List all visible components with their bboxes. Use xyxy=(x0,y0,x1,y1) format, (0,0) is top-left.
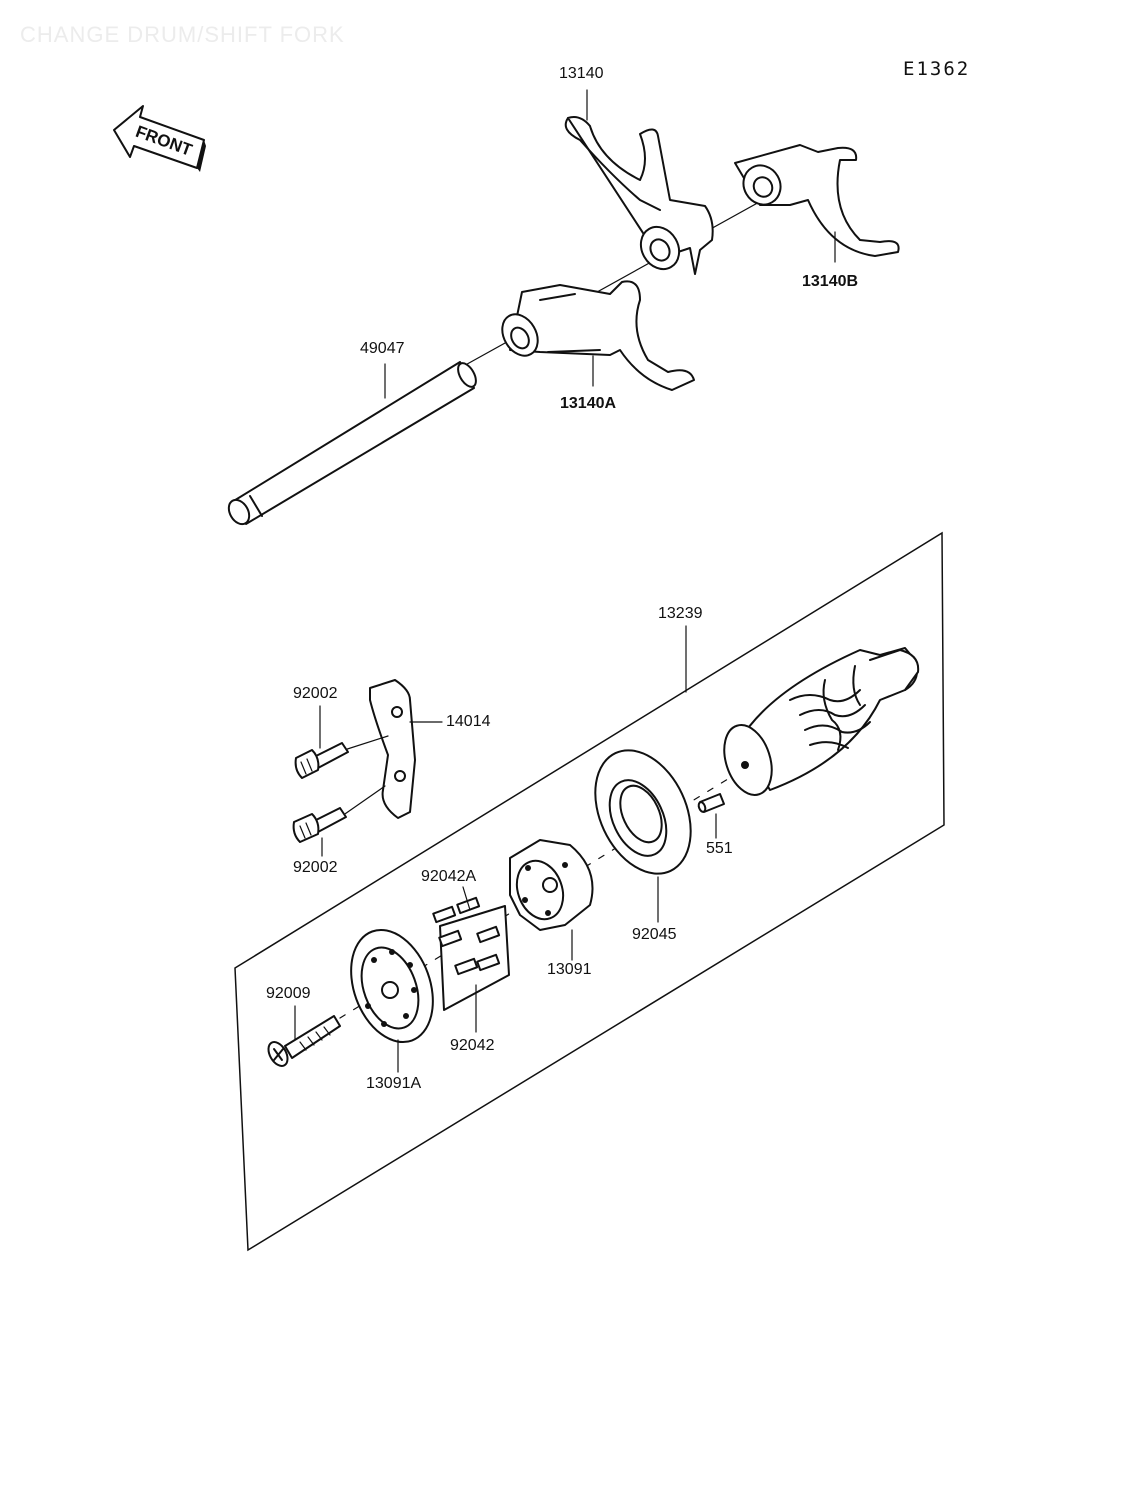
label-13140a: 13140A xyxy=(560,395,617,412)
label-13091a: 13091A xyxy=(366,1075,422,1092)
plate-14014 xyxy=(369,679,416,819)
diagram-code: E1362 xyxy=(903,58,971,80)
drum-cam-13091 xyxy=(509,839,594,931)
label-92045: 92045 xyxy=(632,926,677,943)
label-49047: 49047 xyxy=(360,340,405,357)
label-92002-lower: 92002 xyxy=(293,859,338,876)
diagram-title: CHANGE DRUM/SHIFT FORK xyxy=(20,22,345,47)
shift-rod xyxy=(227,361,477,526)
label-13239: 13239 xyxy=(658,605,703,622)
bolt-92002-lower xyxy=(292,807,347,843)
label-92042: 92042 xyxy=(450,1037,495,1054)
front-arrow-icon: FRONT xyxy=(113,105,206,172)
label-92009: 92009 xyxy=(266,985,311,1002)
label-92002-upper: 92002 xyxy=(293,685,338,702)
label-13091: 13091 xyxy=(547,961,592,978)
cam-plate-13091a xyxy=(350,928,434,1044)
shift-fork-13140b xyxy=(734,144,900,257)
leader-92042a xyxy=(462,886,471,911)
shift-drum xyxy=(723,647,920,796)
label-13140b: 13140B xyxy=(802,273,859,290)
label-92042a: 92042A xyxy=(421,868,477,885)
leader-14014-link-2 xyxy=(341,785,386,817)
screw-92009 xyxy=(267,1015,341,1067)
shift-fork-13140 xyxy=(564,116,714,275)
shift-fork-13140a xyxy=(501,280,695,391)
label-551: 551 xyxy=(706,840,733,857)
drum-assembly-box xyxy=(234,531,945,1252)
label-14014: 14014 xyxy=(446,713,491,730)
bolt-92002-upper xyxy=(294,742,349,779)
pin-set-92042 xyxy=(432,896,510,1011)
pin-551 xyxy=(697,793,725,813)
label-13140: 13140 xyxy=(559,65,604,82)
bearing-92045 xyxy=(594,749,692,875)
